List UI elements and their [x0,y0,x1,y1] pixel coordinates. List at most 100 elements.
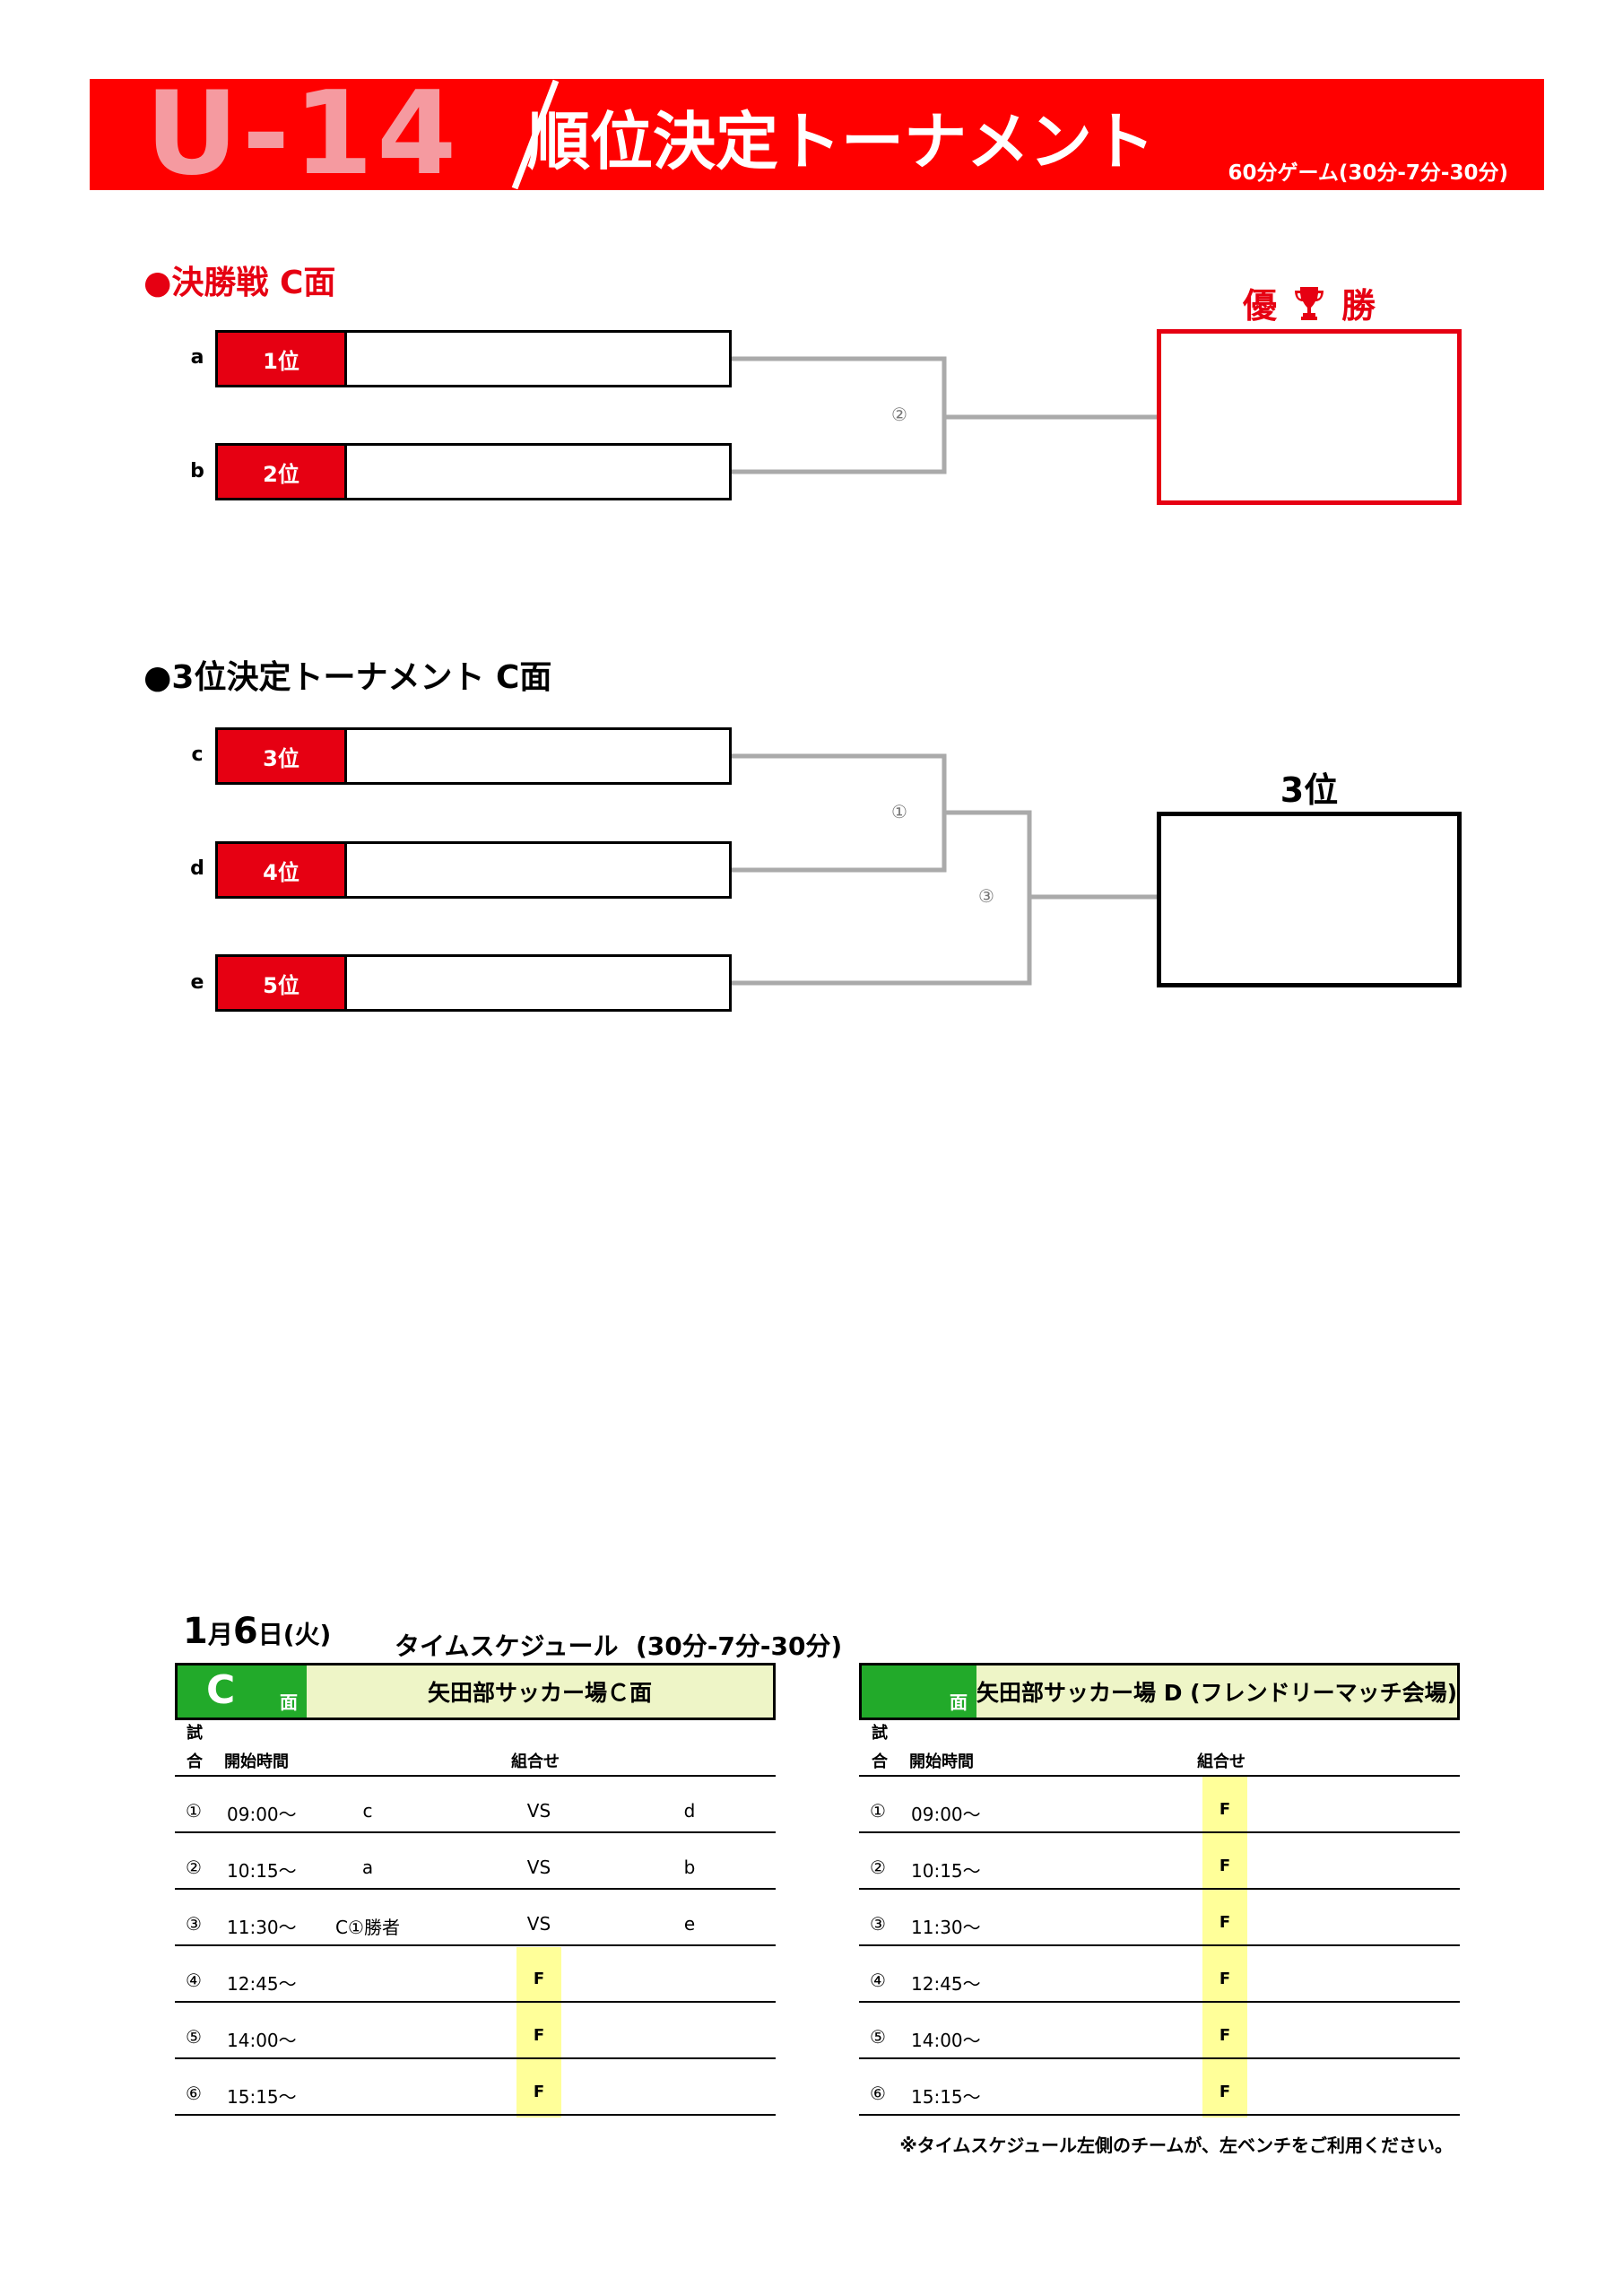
header-rule [859,1775,1460,1777]
header-banner: U-14 順位決定トーナメント 60分ゲーム(30分-7分-30分) [90,79,1544,190]
third-place-title: 3位 [1280,770,1339,810]
vs-label: VS [526,1800,551,1822]
date-day: 6 [232,1611,258,1652]
rank-label: 2位 [218,446,347,498]
match-time: 12:45～ [911,1973,981,1995]
schedule-title-format: (30分-7分-30分) [635,1631,843,1661]
team-name-cell [347,333,729,385]
col-start-time: 開始時間 [909,1752,974,1771]
court-d-header: 面 矢田部サッカー場 D (フレンドリーマッチ会場) [859,1663,1460,1720]
match-time: 10:15～ [911,1860,981,1882]
third-place-heading: ●3位決定トーナメント C面 [143,659,552,696]
row-rule [859,2057,1460,2059]
vs-label: VS [526,1857,551,1878]
row-letter-d: d [190,857,204,880]
match-number: ③ [186,1913,202,1935]
col-pairing: 組合せ [1197,1752,1245,1771]
match-number: ⑤ [186,2026,202,2048]
col-pairing: 組合せ [511,1752,560,1771]
match-time: 15:15～ [227,2086,297,2108]
rank-label: 3位 [218,730,347,782]
court-d-free-band [1202,1777,1247,2118]
row-rule [859,2114,1460,2116]
col-match-bottom: 合 [187,1752,203,1771]
row-rule [175,1831,776,1833]
slash-divider-icon [511,79,560,190]
rank-label: 1位 [218,333,347,385]
court-name: 矢田部サッカー場 D (フレンドリーマッチ会場) [976,1680,1457,1706]
team-slot-a[interactable]: 1位 [215,330,732,387]
row-letter-e: e [190,971,204,994]
court-badge: C 面 [178,1665,307,1718]
match-time: 14:00～ [911,2030,981,2051]
team-slot-d[interactable]: 4位 [215,841,732,899]
match-time: 11:30～ [227,1917,297,1938]
match-number-semi: ① [891,801,907,822]
team-slot-b[interactable]: 2位 [215,443,732,500]
final-heading: ●決勝戦 C面 [143,265,336,301]
team-name-cell [347,730,729,782]
col-start-time: 開始時間 [224,1752,289,1771]
free-marker: F [1219,2083,1231,2101]
free-marker: F [533,2026,545,2045]
match-number: ⑤ [870,2026,886,2048]
team-name-cell [347,957,729,1009]
free-marker: F [533,2083,545,2101]
court-name: 矢田部サッカー場Ｃ面 [427,1680,652,1706]
court-letter: C [206,1667,236,1713]
row-rule [175,2057,776,2059]
match-time: 10:15～ [227,1860,297,1882]
rank-label: 5位 [218,957,347,1009]
match-time: 12:45～ [227,1973,297,1995]
third-place-box[interactable] [1157,812,1462,987]
champion-title: 優 勝 [1157,278,1462,327]
court-badge: 面 [862,1665,976,1718]
row-rule [175,1944,776,1946]
court-c-free-band [516,1947,561,2118]
game-format: 60分ゲーム(30分-7分-30分) [1228,161,1508,185]
header-rule [175,1775,776,1777]
home-team: c [362,1800,373,1822]
date-month: 1 [183,1611,208,1652]
home-team: C①勝者 [335,1917,400,1938]
col-match-bottom: 合 [872,1752,888,1771]
page-title: 順位決定トーナメント [527,105,1155,178]
row-rule [175,2114,776,2116]
schedule-date: 1月6日(火) [183,1611,331,1652]
col-match-top: 試 [187,1724,203,1743]
champion-box[interactable] [1157,329,1462,505]
team-name-cell [347,446,729,498]
free-marker: F [1219,2026,1231,2045]
champion-title-left: 優 [1242,286,1277,326]
match-number: ① [870,1800,886,1822]
court-c-header: C 面 矢田部サッカー場Ｃ面 [175,1663,776,1720]
team-slot-e[interactable]: 5位 [215,954,732,1012]
final-bracket-line [732,356,947,474]
trophy-icon [1295,286,1324,320]
court-men: 面 [949,1692,968,1713]
row-rule [859,1944,1460,1946]
match-number: ⑥ [870,2083,886,2104]
champion-title-right: 勝 [1341,286,1376,326]
home-team: a [361,1857,374,1878]
col-match-top: 試 [872,1724,888,1743]
match-number: ② [186,1857,202,1878]
match-number: ② [870,1857,886,1878]
row-rule [859,1888,1460,1890]
court-men: 面 [280,1692,298,1713]
match-time: 15:15～ [911,2086,981,2108]
rank-label: 4位 [218,844,347,896]
free-marker: F [1219,1970,1231,1988]
free-marker: F [1219,1913,1231,1932]
team-slot-c[interactable]: 3位 [215,727,732,785]
schedule-title-text: タイムスケジュール [395,1631,619,1661]
date-month-unit: 月 [207,1620,233,1649]
row-rule [859,1831,1460,1833]
match-number: ⑥ [186,2083,202,2104]
match-time: 09:00～ [911,1804,981,1825]
bench-footnote: ※タイムスケジュール左側のチームが、左ベンチをご利用ください。 [899,2135,1453,2156]
away-team: d [683,1800,696,1822]
category-label: U-14 [145,79,461,190]
row-letter-c: c [191,744,204,766]
vs-label: VS [526,1913,551,1935]
